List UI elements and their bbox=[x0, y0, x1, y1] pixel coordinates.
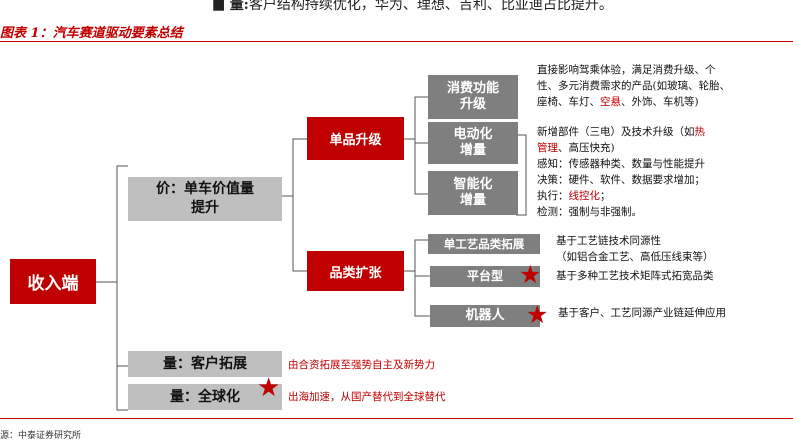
electric-box: 电动化增量 bbox=[428, 122, 518, 164]
consumer-desc-3: 座椅、车灯、空悬、外饰、车机等) bbox=[537, 94, 787, 110]
electric-desc-1: 新增部件（三电）及技术升级（如热 bbox=[537, 124, 787, 140]
single-upgrade-label: 单品升级 bbox=[329, 133, 382, 148]
single-upgrade-box: 单品升级 bbox=[307, 117, 404, 160]
bullet-label: 量: bbox=[229, 0, 249, 13]
consumer-line1: 消费功能 bbox=[446, 80, 499, 96]
platform-label: 平台型 bbox=[466, 269, 503, 283]
consumer-desc-3b: 空悬 bbox=[600, 96, 621, 108]
globalization-box: 量：全球化 bbox=[128, 384, 282, 410]
platform-desc: 基于多种工艺技术矩阵式拓宽品类 bbox=[556, 270, 714, 282]
globalization-star-icon: ★ bbox=[257, 373, 281, 403]
consumer-desc-1: 直接影响驾乘体验，满足消费升级、个 bbox=[537, 64, 716, 76]
platform-star-icon: ★ bbox=[519, 260, 542, 289]
upgrade-bracket bbox=[414, 96, 428, 195]
category-expand-box: 品类扩张 bbox=[307, 251, 404, 291]
smart-desc-3c: ； bbox=[600, 190, 611, 202]
customer-expand-label: 量：客户拓展 bbox=[163, 355, 247, 372]
source-rule bbox=[0, 418, 793, 419]
consumer-desc-3c: 、外饰、车机等) bbox=[621, 96, 699, 108]
category-bracket bbox=[414, 239, 430, 317]
root-bracket bbox=[116, 165, 128, 411]
globalization-desc: 出海加速，从国产替代到全球替代 bbox=[288, 391, 446, 403]
platform-box: 平台型 bbox=[430, 266, 540, 287]
electric-line2: 增量 bbox=[459, 143, 486, 158]
robot-star-icon: ★ bbox=[526, 300, 549, 329]
electric-desc-2a: 管理 bbox=[537, 142, 558, 154]
root-box: 收入端 bbox=[10, 259, 96, 304]
smart-box: 智能化增量 bbox=[428, 171, 518, 215]
robot-desc: 基于客户、工艺同源产业链延伸应用 bbox=[558, 307, 726, 319]
electric-desc-2: 管理、高压快充) bbox=[537, 140, 787, 156]
bullet-marker: ■ bbox=[212, 0, 226, 13]
robot-label: 机器人 bbox=[465, 307, 505, 323]
price-line1: 价：单车价值量 bbox=[156, 181, 254, 198]
top-bullet-text: ■ 量:客户结构持续优化，华为、理想、吉利、比亚迪占比提升。 bbox=[212, 0, 613, 14]
smart-desc-1: 感知：传感器种类、数量与性能提升 bbox=[537, 158, 705, 170]
smart-line1: 智能化 bbox=[453, 176, 493, 192]
single-process-box: 单工艺品类拓展 bbox=[428, 234, 540, 254]
customer-expand-box: 量：客户拓展 bbox=[128, 351, 282, 377]
single-process-label: 单工艺品类拓展 bbox=[443, 236, 525, 251]
smart-desc-4: 检测：强制与非强制。 bbox=[537, 206, 642, 218]
category-expand-label: 品类扩张 bbox=[329, 265, 382, 281]
electric-desc-1b: 热 bbox=[694, 126, 706, 138]
globalization-label: 量：全球化 bbox=[170, 388, 240, 405]
smart-desc-3: 执行：线控化； bbox=[537, 188, 787, 204]
figure-caption: 图表 1：汽车赛道驱动要素总结 bbox=[0, 26, 183, 41]
single-process-desc-2: （如铝合金工艺、高低压线束等） bbox=[556, 251, 714, 263]
consumer-desc-3a: 座椅、车灯、 bbox=[537, 96, 600, 108]
robot-box: 机器人 bbox=[430, 305, 540, 327]
price-box: 价：单车价值量提升 bbox=[128, 177, 282, 221]
electric-desc-2b: 、高压快充) bbox=[558, 142, 615, 154]
electric-desc: 新增部件（三电）及技术升级（如热 管理、高压快充) bbox=[537, 124, 787, 156]
price-line2: 提升 bbox=[191, 200, 219, 216]
single-process-desc: 基于工艺链技术同源性 （如铝合金工艺、高低压线束等） bbox=[556, 233, 786, 265]
single-process-desc-1: 基于工艺链技术同源性 bbox=[556, 235, 661, 247]
smart-desc-3b: 线控化 bbox=[568, 190, 601, 202]
root-label: 收入端 bbox=[27, 274, 79, 294]
consumer-desc-2: 性、多元消费需求的产品(如玻璃、轮胎、 bbox=[537, 80, 731, 92]
smart-line2: 增量 bbox=[459, 193, 486, 208]
smart-desc-2: 决策：硬件、软件、数据要求增加； bbox=[537, 174, 705, 186]
price-bracket bbox=[292, 138, 307, 272]
consumer-line2: 升级 bbox=[459, 97, 486, 112]
smart-desc: 感知：传感器种类、数量与性能提升 决策：硬件、软件、数据要求增加； 执行：线控化… bbox=[537, 156, 787, 220]
bullet-body: 客户结构持续优化，华为、理想、吉利、比亚迪占比提升。 bbox=[248, 0, 613, 13]
desc-bracket bbox=[516, 134, 527, 216]
source-note: 源：中泰证券研究所 bbox=[0, 431, 82, 441]
smart-desc-3a: 执行： bbox=[537, 190, 569, 202]
customer-expand-desc: 由合资拓展至强势自主及新势力 bbox=[288, 359, 435, 371]
electric-line1: 电动化 bbox=[453, 126, 493, 142]
electric-desc-1a: 新增部件（三电）及技术升级（如 bbox=[537, 126, 695, 138]
consumer-desc: 直接影响驾乘体验，满足消费升级、个 性、多元消费需求的产品(如玻璃、轮胎、 座椅… bbox=[537, 62, 787, 110]
consumer-upgrade-box: 消费功能升级 bbox=[428, 75, 518, 119]
caption-top-rule bbox=[0, 41, 793, 42]
